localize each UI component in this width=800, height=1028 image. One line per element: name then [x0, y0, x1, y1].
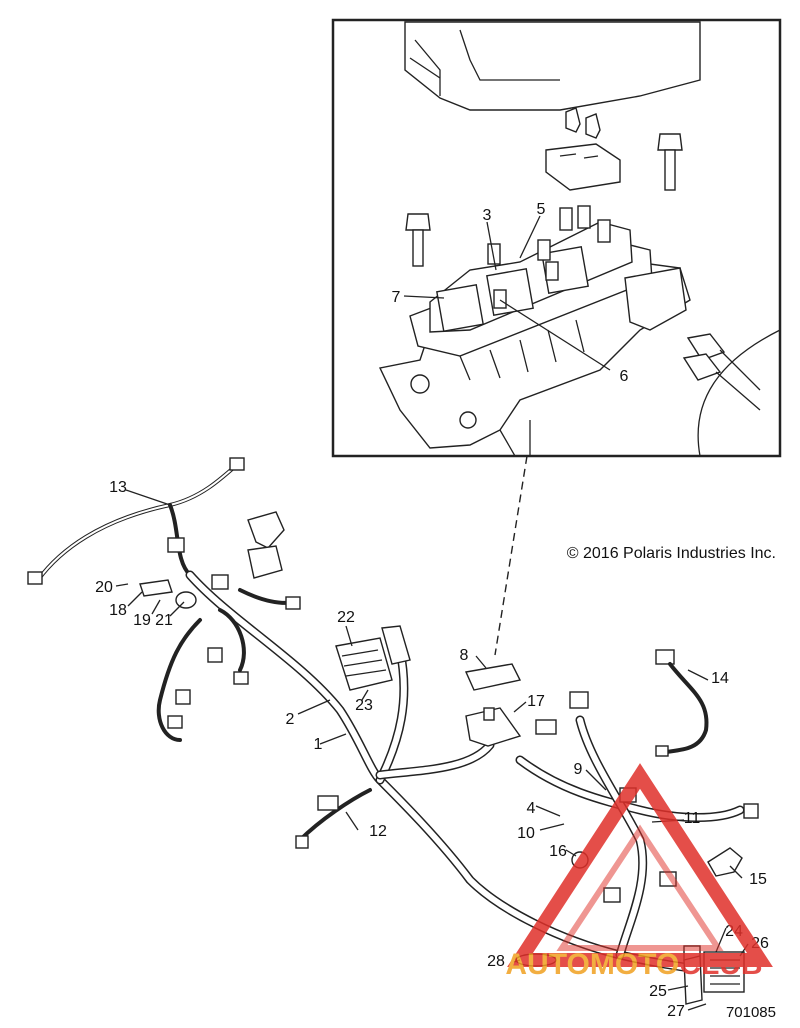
drawing-number: 701085: [726, 1004, 776, 1021]
harness-bracket: [247, 511, 285, 549]
callout-15: 15: [749, 871, 767, 888]
leader-6: [499, 299, 611, 371]
callout-6: 6: [620, 368, 629, 385]
callout-1: 1: [314, 736, 323, 753]
callout-13: 13: [109, 479, 127, 496]
callout-14: 14: [711, 670, 729, 687]
callout-3: 3: [483, 207, 492, 224]
leader-lines: [115, 489, 749, 1011]
harness-relay: [247, 545, 283, 579]
callout-9: 9: [574, 761, 583, 778]
callout-20: 20: [95, 579, 113, 596]
callout-23: 23: [355, 697, 373, 714]
harness-connectors: [27, 457, 759, 961]
bolt-left: [405, 213, 431, 267]
leader-7: [403, 295, 445, 299]
callout-18: 18: [109, 602, 127, 619]
callout-11: 11: [684, 810, 701, 827]
watermark: AUTOMOTOCLUB: [505, 763, 773, 981]
watermark-logo-text: AUTOMOTOCLUB: [505, 948, 762, 981]
fuse-box-detail-inset: [331, 18, 782, 458]
main-harness: [36, 460, 745, 973]
leader-5: [519, 215, 541, 259]
callout-10: 10: [517, 825, 535, 842]
ecu-module: [335, 625, 411, 691]
callout-19: 19: [133, 612, 151, 629]
detail-link-dashed: [494, 455, 528, 656]
callout-8: 8: [460, 647, 469, 664]
callout-17: 17: [527, 693, 545, 710]
relay-fuses: [487, 205, 611, 309]
watermark-triangle: [507, 763, 773, 967]
copyright-notice: © 2016 Polaris Industries Inc.: [567, 545, 776, 562]
sensor-lead-14: [655, 649, 709, 757]
callout-27: 27: [667, 1003, 685, 1020]
fuse-box-cover: [404, 21, 701, 111]
bracket-15: [707, 847, 743, 877]
pigtail-connectors: [682, 329, 781, 457]
callout-5: 5: [537, 201, 546, 218]
callout-7: 7: [392, 289, 401, 306]
spare-fuses: [545, 107, 621, 191]
callout-12: 12: [369, 823, 387, 840]
callout-28: 28: [487, 953, 505, 970]
callout-21: 21: [155, 612, 173, 629]
fuse-box-8: [464, 663, 522, 747]
watermark-triangle-inner: [556, 824, 724, 951]
callout-2: 2: [286, 711, 295, 728]
seal-21: [175, 591, 197, 609]
callout-16: 16: [549, 843, 567, 860]
callout-25: 25: [649, 983, 667, 1000]
clip-18: [139, 579, 173, 597]
callout-22: 22: [337, 609, 355, 626]
leader-3: [486, 221, 497, 271]
bolt-right: [657, 133, 683, 191]
callout-4: 4: [527, 800, 536, 817]
